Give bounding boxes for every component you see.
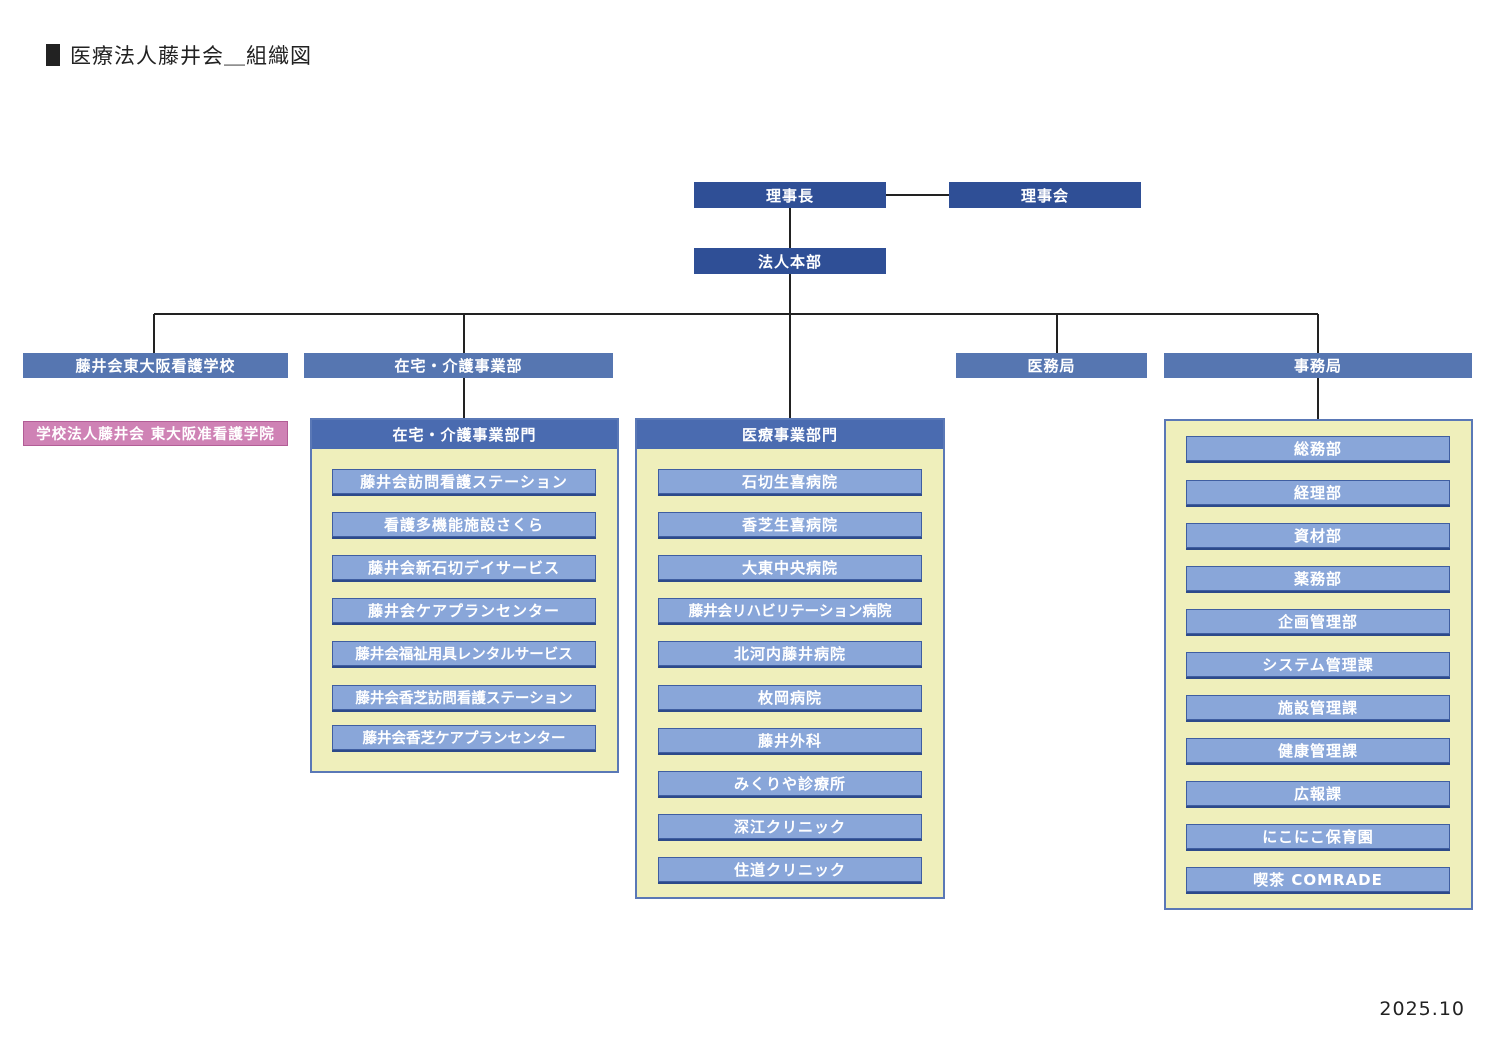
school-box: 藤井会東大阪看護学校	[23, 353, 288, 378]
admin-item: 薬務部	[1186, 566, 1450, 591]
homecare-item: 藤井会福祉用具レンタルサービス	[332, 641, 596, 666]
medical-dept-title: 医療事業部門	[637, 420, 943, 449]
homecare-item: 藤井会ケアプランセンター	[332, 598, 596, 623]
homecare-dept-title: 在宅・介護事業部門	[312, 420, 617, 449]
medical-item: みくりや診療所	[658, 771, 922, 796]
medical-item: 藤井外科	[658, 728, 922, 753]
page-title: 医療法人藤井会＿組織図	[46, 40, 312, 70]
title-square-icon	[46, 44, 60, 66]
headquarters-box: 法人本部	[694, 248, 886, 274]
homecare-item: 藤井会香芝訪問看護ステーション	[332, 685, 596, 710]
medical-item: 藤井会リハビリテーション病院	[658, 598, 922, 623]
medical-item: 香芝生喜病院	[658, 512, 922, 537]
medical-item: 深江クリニック	[658, 814, 922, 839]
admin-item: 喫茶 COMRADE	[1186, 867, 1450, 892]
medical-bureau-box: 医務局	[956, 353, 1147, 378]
page-title-text: 医療法人藤井会＿組織図	[70, 44, 312, 68]
homecare-item: 藤井会訪問看護ステーション	[332, 469, 596, 494]
admin-item: 総務部	[1186, 436, 1450, 461]
board-box: 理事会	[949, 182, 1141, 208]
admin-item: にこにこ保育園	[1186, 824, 1450, 849]
school-corporation-box: 学校法人藤井会 東大阪准看護学院	[23, 421, 288, 446]
medical-item: 枚岡病院	[658, 685, 922, 710]
homecare-item: 看護多機能施設さくら	[332, 512, 596, 537]
medical-item: 住道クリニック	[658, 857, 922, 882]
homecare-item: 藤井会香芝ケアプランセンター	[332, 725, 596, 750]
admin-item: 企画管理部	[1186, 609, 1450, 634]
admin-item: システム管理課	[1186, 652, 1450, 677]
admin-bureau-box: 事務局	[1164, 353, 1472, 378]
admin-item: 広報課	[1186, 781, 1450, 806]
admin-item: 施設管理課	[1186, 695, 1450, 720]
medical-item: 北河内藤井病院	[658, 641, 922, 666]
chairman-box: 理事長	[694, 182, 886, 208]
homecare-division-box: 在宅・介護事業部	[304, 353, 613, 378]
medical-item: 石切生喜病院	[658, 469, 922, 494]
admin-item: 資材部	[1186, 523, 1450, 548]
date-label: 2025.10	[1379, 998, 1465, 1020]
admin-item: 経理部	[1186, 480, 1450, 505]
admin-item: 健康管理課	[1186, 738, 1450, 763]
homecare-item: 藤井会新石切デイサービス	[332, 555, 596, 580]
medical-item: 大東中央病院	[658, 555, 922, 580]
